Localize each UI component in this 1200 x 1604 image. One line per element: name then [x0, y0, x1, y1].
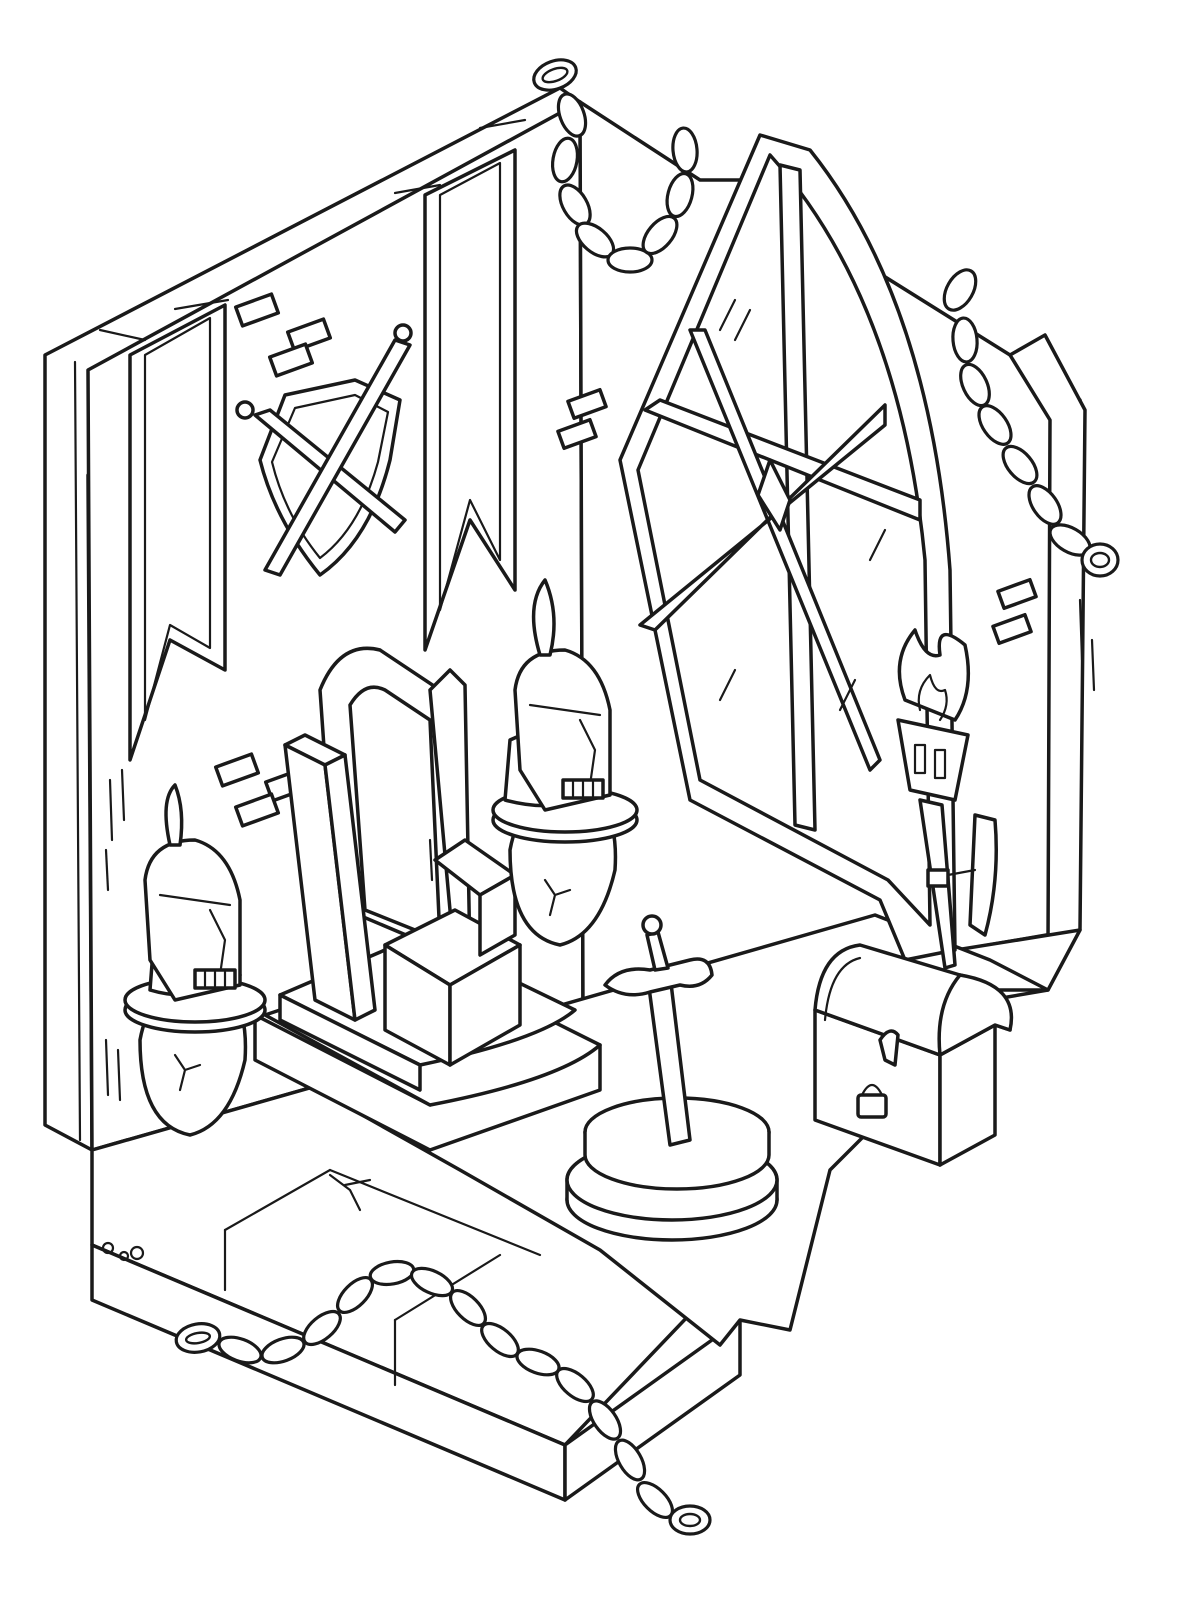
chest-padlock [856, 1093, 888, 1119]
wall-torch [896, 628, 998, 970]
left-helmet [143, 838, 242, 1002]
right-chain [942, 268, 1120, 578]
sword-in-stone [565, 914, 779, 1242]
right-banner [423, 148, 517, 652]
left-knight-armor [123, 783, 267, 1137]
torch-head [896, 718, 970, 802]
right-plume [531, 578, 556, 657]
top-chain [532, 58, 699, 274]
right-helmet [513, 648, 612, 812]
left-banner [128, 303, 227, 762]
floor-chain [174, 1259, 712, 1536]
scratch-marks [101, 598, 1096, 1262]
right-knight-armor [491, 578, 639, 947]
sword-crossguard [603, 957, 714, 997]
gothic-window [618, 133, 957, 962]
torch-flame [897, 628, 971, 722]
banner-2 [423, 148, 517, 652]
throne [253, 646, 602, 1152]
torch-bracket [968, 813, 998, 937]
left-plume [164, 783, 184, 847]
sword-2 [263, 338, 412, 577]
shield-with-swords [235, 323, 413, 577]
floor-side [563, 1318, 742, 1502]
banner-1 [128, 303, 227, 762]
treasure-chest [813, 943, 1014, 1167]
